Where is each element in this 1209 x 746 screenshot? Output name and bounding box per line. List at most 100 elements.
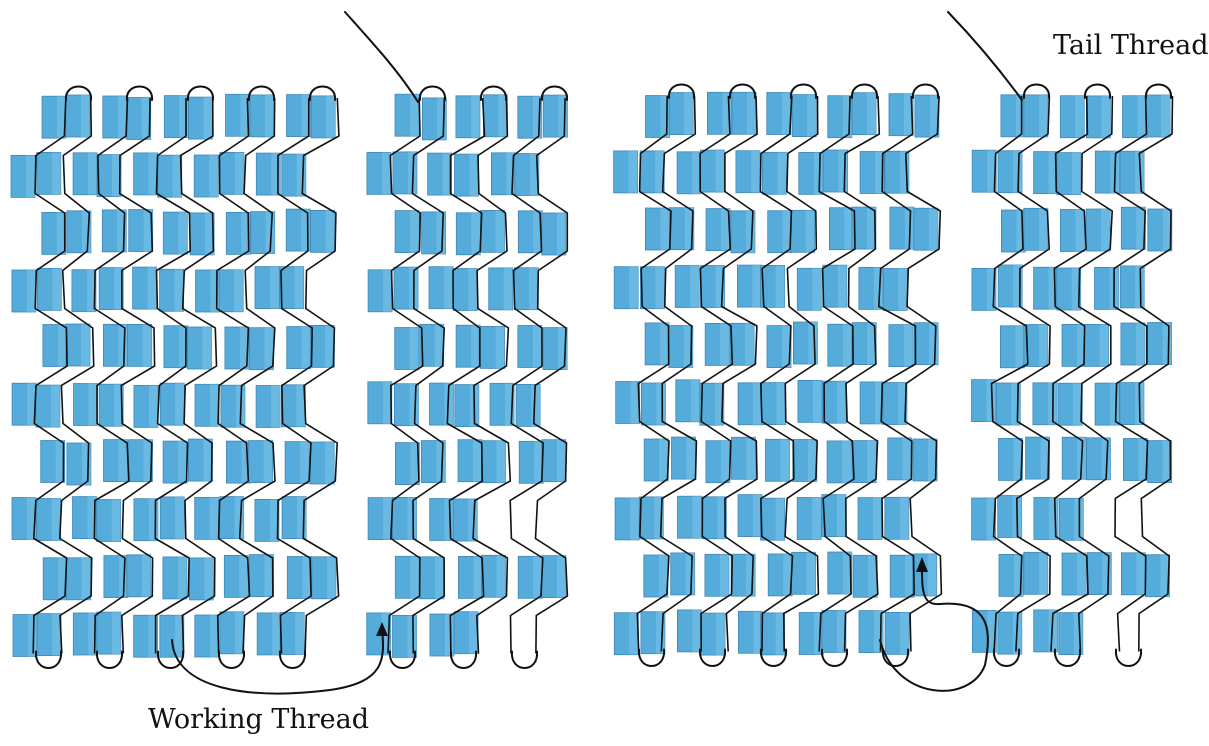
bead-highlight [716,613,725,656]
bottom-loop [388,650,417,669]
bead-highlight [301,326,311,369]
bead-highlight [272,612,282,655]
bead-highlight [88,152,98,195]
bead-highlight [812,380,822,423]
thread-path [238,97,276,654]
bead-highlight [813,152,823,195]
bead-highlight [904,93,913,136]
bead-highlight [1161,95,1171,137]
bottom-loop [1053,648,1082,667]
bead-highlight [265,94,274,137]
bead-highlight [1015,94,1025,137]
bead-highlight [660,322,670,365]
bead-highlight [444,614,454,656]
bottom-loop [698,648,727,667]
thread-path [446,97,486,654]
bead-highlight [473,439,482,482]
bead-highlight [659,439,669,481]
bottom-loop [449,650,478,669]
bead-highlight [326,556,336,599]
bead-highlight [842,95,852,138]
thread-path [1077,95,1114,652]
bead-highlight [777,152,787,195]
bead-highlight [629,612,639,655]
top-loop [479,85,508,101]
bead-highlight [301,94,311,137]
bead-highlight [720,440,730,483]
bead-highlight [1135,265,1145,308]
bead-highlight [685,552,695,595]
bead-highlight [265,211,275,254]
bead-highlight [177,556,187,599]
bead-highlight [902,437,912,480]
bead-highlight [745,210,755,253]
bead-highlight [532,325,542,368]
thread-path [1138,95,1174,652]
bead-highlight [783,553,793,596]
bead-highlight [715,265,725,308]
bead-highlight [178,212,188,255]
panel-right-thread [636,83,1174,667]
bead-highlight [630,381,640,424]
bead-highlight [747,92,756,135]
bead-highlight [302,556,312,599]
bead-highlight [234,611,244,654]
bead-highlight [270,266,279,309]
bead-highlight [683,325,693,368]
thread-path [179,97,218,654]
bead-highlight [1110,383,1120,426]
bead-highlight [808,322,818,364]
top-loop [1022,83,1051,99]
panel-left-beads [10,93,568,658]
bead-highlight [178,441,188,484]
bead-highlight [88,383,98,426]
bead-highlight [719,554,729,597]
bead-highlight [1162,209,1172,251]
top-loop [911,83,940,99]
bead-highlight [781,92,791,135]
bead-highlight [382,381,392,424]
bead-highlight [1077,324,1086,367]
bottom-loop [278,650,307,669]
bead-highlight [1101,437,1111,480]
bead-highlight [629,266,639,309]
bead-highlight [1136,552,1146,595]
bead-highlight [269,499,279,542]
bead-highlight [1048,609,1058,652]
bead-highlight [117,96,127,138]
bead-highlight [746,554,756,597]
thread-path [301,97,340,654]
bead-highlight [117,209,127,252]
bead-highlight [301,209,311,252]
bead-highlight [495,326,505,369]
bead-highlight [410,94,419,137]
bead-highlight [503,267,513,310]
bead-highlight [1162,322,1172,365]
thread-path [276,97,314,654]
top-loop [1083,83,1112,99]
bead-highlight [178,325,188,368]
bead-highlight [899,497,909,540]
bead-highlight [686,437,696,480]
bead-highlight [1099,324,1109,367]
bead-highlight [721,208,730,251]
bead-highlight [407,497,417,540]
bead-highlight [436,440,446,483]
bead-highlight [496,555,506,598]
bead-highlight [898,268,908,311]
bead-highlight [469,611,479,654]
bead-highlight [148,152,158,195]
bead-highlight [775,265,785,308]
bead-highlight [434,556,444,599]
working-thread-right [879,564,989,692]
bead-highlight [837,381,847,424]
panel-right-beads [613,91,1173,656]
bead-highlight [720,323,730,366]
bead-highlight [28,614,37,657]
bead-highlight [496,440,506,483]
bead-highlight [52,268,62,311]
bead-highlight [986,268,996,311]
bead-highlight [383,269,393,312]
bead-highlight [118,324,128,367]
bead-highlight [264,554,274,597]
